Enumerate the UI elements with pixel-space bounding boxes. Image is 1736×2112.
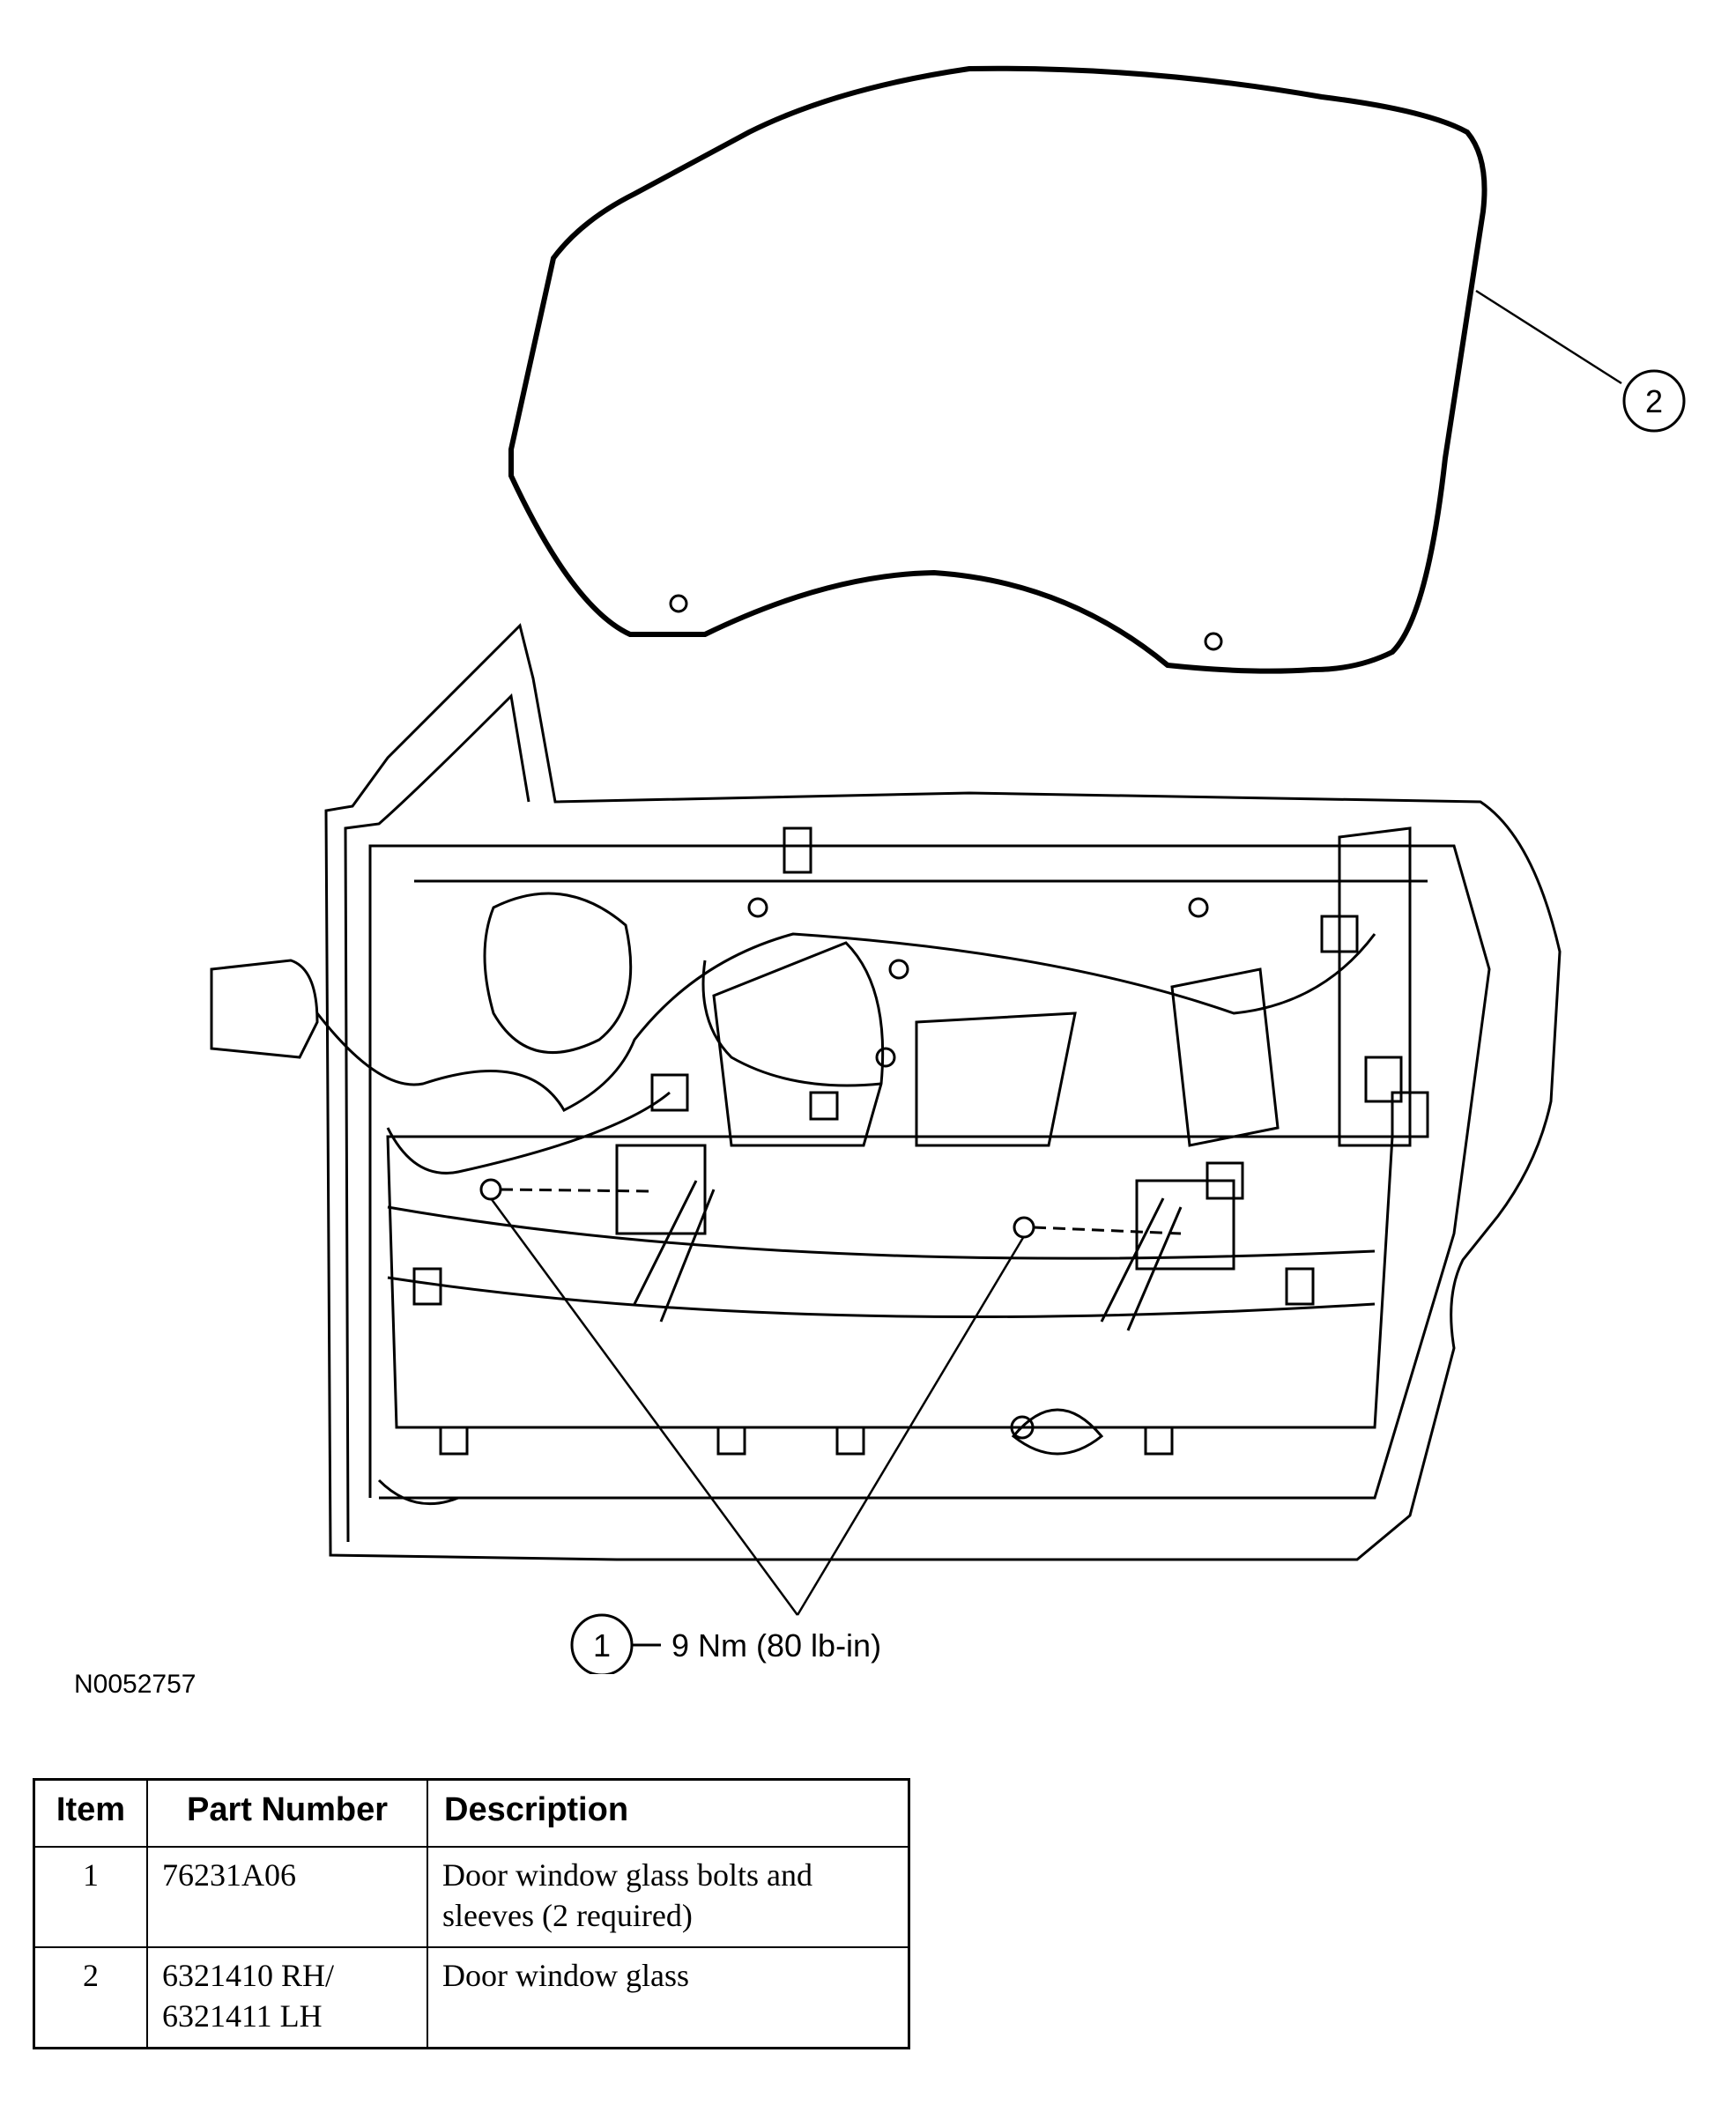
parts-table: Item Part Number Description 1 76231A06 … xyxy=(33,1778,910,2049)
callout-1-number: 1 xyxy=(593,1627,611,1664)
door-window-glass xyxy=(508,65,1622,674)
door-glass-exploded-diagram: 2 1 9 Nm (80 lb-in) xyxy=(210,65,1686,1674)
header-part-number: Part Number xyxy=(146,1778,428,1848)
cell-description: Door window glass xyxy=(427,1946,910,2049)
door-inner-panel xyxy=(210,623,1562,1561)
glass-bolt-hole xyxy=(669,594,688,613)
callout-2-number: 2 xyxy=(1645,383,1663,419)
bolt xyxy=(479,1178,502,1201)
description-line: sleeves (2 required) xyxy=(442,1898,693,1933)
cell-description: Door window glass bolts and sleeves (2 r… xyxy=(427,1846,910,1948)
cell-part-number: 6321410 RH/ 6321411 LH xyxy=(146,1946,428,2049)
figure-id: N0052757 xyxy=(74,1670,197,1699)
description-line: Door window glass bolts and xyxy=(442,1857,812,1893)
callout-1: 1 9 Nm (80 lb-in) xyxy=(570,1613,881,1674)
cell-item: 2 xyxy=(33,1946,148,2049)
glass-bolts xyxy=(479,1178,1182,1239)
cell-part-number: 76231A06 xyxy=(146,1846,428,1948)
torque-spec-label: 9 Nm (80 lb-in) xyxy=(671,1627,881,1664)
table-header-row: Item Part Number Description xyxy=(33,1778,910,1848)
part-number-line: 76231A06 xyxy=(162,1857,296,1893)
table-row: 1 76231A06 Door window glass bolts and s… xyxy=(33,1846,910,1948)
cell-item: 1 xyxy=(33,1846,148,1948)
table-row: 2 6321410 RH/ 6321411 LH Door window gla… xyxy=(33,1946,910,2049)
glass-bolt-hole xyxy=(1204,632,1223,651)
part-number-line: 6321411 LH xyxy=(162,1998,323,2034)
description-line: Door window glass xyxy=(442,1958,689,1993)
header-description: Description xyxy=(427,1778,910,1848)
header-item: Item xyxy=(33,1778,148,1848)
part-number-line: 6321410 RH/ xyxy=(162,1958,335,1993)
callout-2: 2 xyxy=(1622,369,1686,433)
bolt xyxy=(1013,1216,1035,1239)
